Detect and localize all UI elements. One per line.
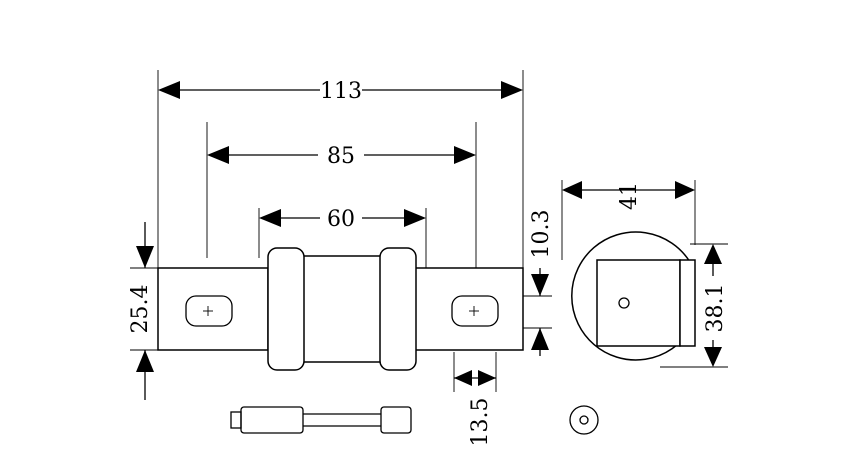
tag-width-label: 13.5: [468, 398, 493, 447]
fuse-end-view: [571, 231, 696, 361]
left-blade: [157, 267, 269, 351]
dimension-blade-offset: 10.3: [529, 210, 554, 356]
arrow-right: [478, 370, 496, 386]
arrow-right: [454, 146, 476, 164]
end-terminal-edge: [679, 259, 696, 347]
side-height-label: 38.1: [703, 284, 728, 333]
blade-width-label: 25.4: [128, 285, 153, 334]
fuse-body: [295, 255, 389, 363]
arrow-right: [501, 81, 523, 99]
end-hole: [618, 297, 630, 309]
arrow-right: [675, 181, 695, 199]
dimension-overall-length: 113: [158, 79, 523, 104]
fuse-side-view: [157, 247, 524, 371]
tip-left: [230, 411, 242, 429]
dimension-contact-span: 85: [207, 144, 476, 169]
arrow-left: [158, 81, 180, 99]
arrow-left: [207, 146, 229, 164]
dimension-blade-width: 25.4: [128, 222, 158, 400]
dimension-body-length: 60: [259, 207, 426, 232]
arrow-left: [454, 370, 472, 386]
end-terminal: [596, 259, 681, 347]
right-end-cap: [379, 247, 417, 371]
contact-span-label: 85: [327, 144, 355, 169]
blade-offset-label: 10.3: [529, 210, 554, 259]
arrow-down: [704, 347, 722, 367]
plus-slot-icon: [185, 295, 233, 327]
arrow-left: [259, 209, 281, 227]
fuse-top-view: [230, 406, 412, 434]
blade-left-top: [240, 406, 304, 434]
right-blade: [413, 267, 524, 351]
left-end-cap: [267, 247, 305, 371]
arrow-left: [562, 181, 582, 199]
arrow-up: [136, 350, 154, 372]
circle-dot-icon: [569, 405, 599, 435]
arrow-right: [404, 209, 426, 227]
blade-right-top: [380, 406, 412, 434]
dimension-side-height: 38.1: [703, 244, 728, 367]
overall-length-label: 113: [320, 79, 362, 104]
dimension-side-width: 41: [562, 181, 695, 210]
dimension-tag-width: 13.5: [454, 370, 496, 446]
body-length-label: 60: [327, 207, 355, 232]
plus-slot-icon: [451, 295, 499, 327]
arrow-down: [136, 246, 154, 268]
arrow-up: [531, 328, 549, 350]
arrow-down: [531, 274, 549, 296]
side-width-label: 41: [617, 182, 642, 210]
arrow-up: [704, 244, 722, 264]
